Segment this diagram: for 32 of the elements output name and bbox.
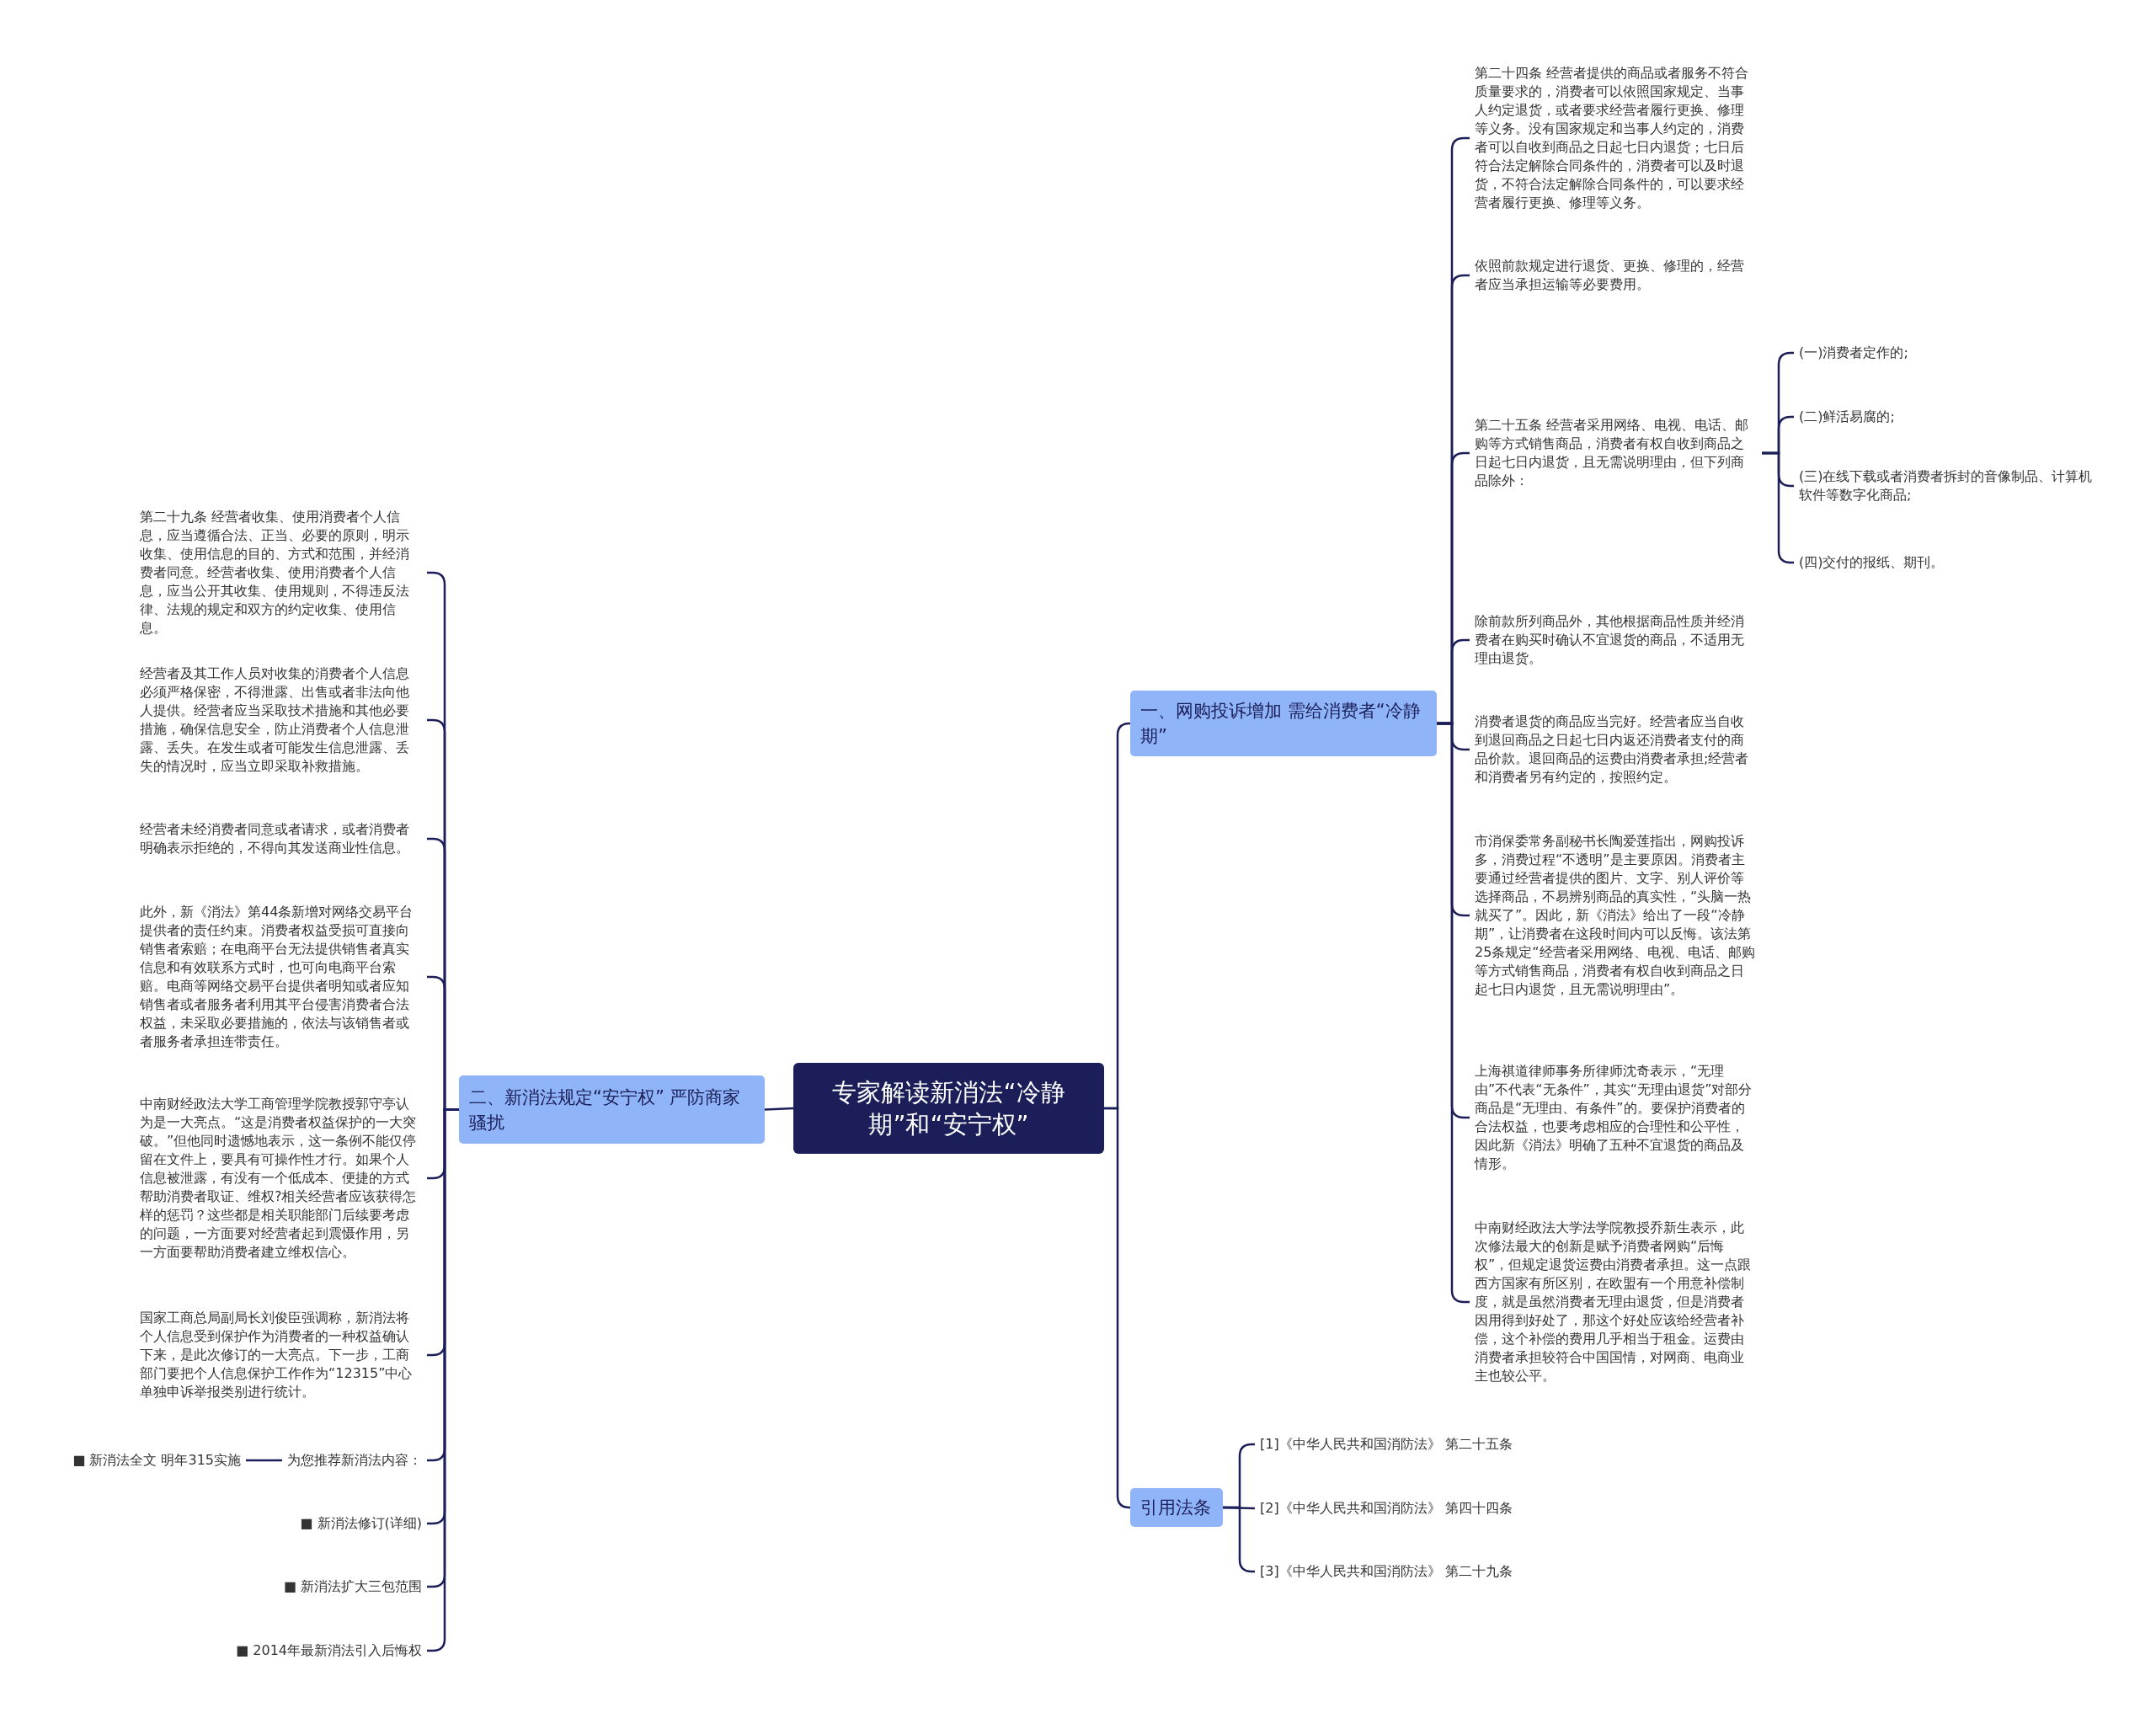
connector-line — [764, 1107, 794, 1111]
branch-topic-box: 二、新消法规定“安宁权” 严防商家骚扰 — [459, 1075, 765, 1144]
topic-text: (四)交付的报纸、期刊。 — [1794, 553, 2105, 572]
topic-text: 经营者及其工作人员对收集的消费者个人信息必须严格保密，不得泄露、出售或者非法向他人提供。经营者应当采取技术措施和其他必要措施，确保信息安全，防止消费者个人信息泄露、丢失。在发生或者可能发生信息泄露、丢失的情况时，应当立即采取补救措施。 — [135, 664, 427, 776]
topic-text: 第二十九条 经营者收集、使用消费者个人信息，应当遵循合法、正当、必要的原则，明示收集、使用信息的目的、方式和范围，并经消费者同意。经营者收集、使用消费者个人信息，应当公开其收集、使用规则，不得违反法律、法规的规定和双方的约定收集、使用信息。 — [135, 508, 427, 638]
branch-topic-box: 引用法条 — [1130, 1488, 1223, 1527]
topic-text: 为您推荐新消法内容： — [282, 1451, 427, 1470]
topic-text: ■ 新消法全文 明年315实施 — [67, 1451, 246, 1470]
topic-text: 依照前款规定进行退货、更换、修理的，经营者应当承担运输等必要费用。 — [1470, 257, 1762, 294]
topic-text: 消费者退货的商品应当完好。经营者应当自收到退回商品之日起七日内返还消费者支付的商品价款。退回商品的运费由消费者承担;经营者和消费者另有约定的，按照约定。 — [1470, 712, 1762, 787]
topic-text: 中南财经政法大学工商管理学院教授郭守亭认为是一大亮点。“这是消费者权益保护的一大突破。”但他同时遗憾地表示，这一条例不能仅停留在文件上，要具有可操作性才行。如果个人信息被泄露，有没有一个低成本、便捷的方式帮助消费者取证、维权?相关经营者应该获得怎样的惩罚？这些都是相关职能部门后续要考虑的问题，一方面要对经营者起到震慑作用，另一方面要帮助消费者建立维权信心。 — [135, 1095, 427, 1262]
topic-text: (一)消费者定作的; — [1794, 344, 2105, 362]
topic-text: [1]《中华人民共和国消防法》 第二十五条 — [1255, 1435, 1592, 1454]
topic-text: (二)鲜活易腐的; — [1794, 408, 2105, 426]
topic-text: 此外，新《消法》第44条新增对网络交易平台提供者的责任约束。消费者权益受损可直接向销售者索赔；在电商平台无法提供销售者真实信息和有效联系方式时，也可向电商平台索赔。电商等网络交易平台提供者明知或者应知销售者或者服务者利用其平台侵害消费者合法权益，未采取必要措施的，依法与该销售者或者服务者承担连带责任。 — [135, 903, 427, 1051]
topic-text: 经营者未经消费者同意或者请求，或者消费者明确表示拒绝的，不得向其发送商业性信息。 — [135, 820, 427, 857]
topic-text: (三)在线下载或者消费者拆封的音像制品、计算机软件等数字化商品; — [1794, 467, 2105, 504]
central-topic-box: 专家解读新消法“冷静期”和“安宁权” — [793, 1063, 1104, 1154]
topic-text: 市消保委常务副秘书长陶爱莲指出，网购投诉多，消费过程“不透明”是主要原因。消费者主要通过经营者提供的图片、文字、别人评价等选择商品，不易辨别商品的真实性，“头脑一热就买了”。因此，新《消法》给出了一段“冷静期”，让消费者在这段时间内可以反悔。该法第25条规定“经营者采用网络、电视、电话、邮购等方式销售商品，消费者有权自收到商品之日起七日内退货，且无需说明理由”。 — [1470, 832, 1762, 999]
topic-text: 除前款所列商品外，其他根据商品性质并经消费者在购买时确认不宜退货的商品，不适用无理由退货。 — [1470, 612, 1762, 668]
topic-text: [3]《中华人民共和国消防法》 第二十九条 — [1255, 1562, 1592, 1581]
topic-text: ■ 新消法修订(详细) — [295, 1514, 427, 1533]
topic-text: ■ 2014年最新消法引入后悔权 — [231, 1641, 427, 1660]
branch-topic-box: 一、网购投诉增加 需给消费者“冷静期” — [1130, 691, 1437, 756]
topic-text: 中南财经政法大学法学院教授乔新生表示，此次修法最大的创新是赋予消费者网购“后悔权”，但规定退货运费由消费者承担。这一点跟西方国家有所区别，在欧盟有一个用意补偿制度，就是虽然消费者无理由退货，但是消费者因用得到好处了，那这个好处应该给经营者补偿，这个补偿的费用几乎相当于租金。运费由消费者承担较符合中国国情，对网商、电商业主也较公平。 — [1470, 1219, 1762, 1385]
topic-text: ■ 新消法扩大三包范围 — [278, 1577, 427, 1596]
topic-text: 第二十五条 经营者采用网络、电视、电话、邮购等方式销售商品，消费者有权自收到商品之日起七日内退货，且无需说明理由，但下列商品除外： — [1470, 416, 1762, 490]
topic-text: 第二十四条 经营者提供的商品或者服务不符合质量要求的，消费者可以依照国家规定、当事人约定退货，或者要求经营者履行更换、修理等义务。没有国家规定和当事人约定的，消费者可以自收到商品之日起七日内退货；七日后符合法定解除合同条件的，消费者可以及时退货，不符合法定解除合同条件的，可以要求经营者履行更换、修理等义务。 — [1470, 64, 1762, 212]
topic-text: 上海祺道律师事务所律师沈奇表示，“无理由”不代表“无条件”，其实“无理由退货”对部分商品是“无理由、有条件”的。要保护消费者的合法权益，也要考虑相应的合理性和公平性，因此新《消法》明确了五种不宜退货的商品及情形。 — [1470, 1062, 1762, 1173]
connector-line — [246, 1459, 282, 1462]
topic-text: [2]《中华人民共和国消防法》 第四十四条 — [1255, 1499, 1592, 1518]
topic-text: 国家工商总局副局长刘俊臣强调称，新消法将个人信息受到保护作为消费者的一种权益确认下来，是此次修订的一大亮点。下一步，工商部门要把个人信息保护工作作为“12315”中心单独申诉举报类别进行统计。 — [135, 1309, 427, 1401]
